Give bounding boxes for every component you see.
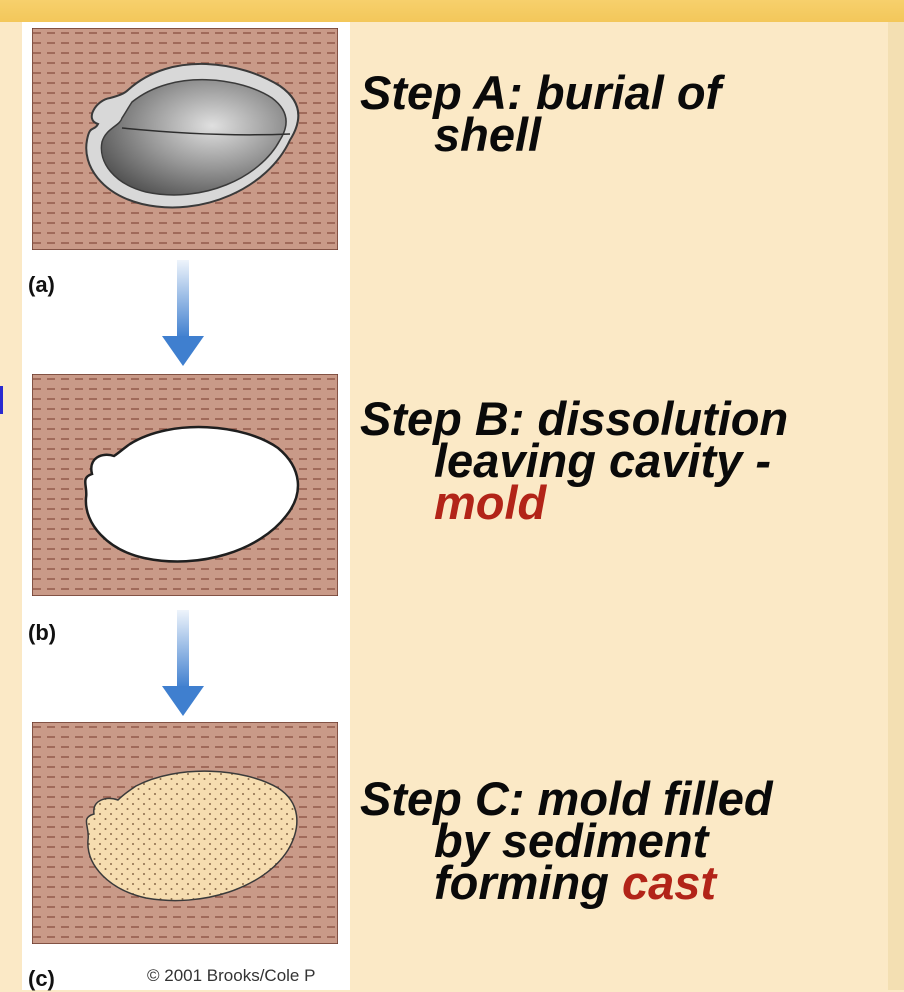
panel-b-diagram [32, 374, 338, 596]
step-b-line2: leaving cavity - [434, 434, 771, 487]
panel-c-diagram [32, 722, 338, 944]
step-b: Step B: dissolution leaving cavity - mol… [360, 395, 890, 529]
panel-a-diagram [32, 28, 338, 250]
panel-label-c: (c) [28, 966, 55, 991]
mold-cavity [84, 425, 300, 563]
step-c: Step C: mold filled by sediment forming … [360, 775, 890, 906]
arrow-down-icon [162, 260, 204, 366]
cast-fill [85, 770, 298, 902]
panel-a-frame [32, 28, 338, 250]
step-c-line2: by sediment [434, 814, 709, 867]
copyright: © 2001 Brooks/Cole P [147, 966, 316, 985]
step-a-line2: shell [434, 108, 542, 161]
shell-hinge-line [121, 127, 291, 136]
panel-b-frame [32, 374, 338, 596]
step-b-line1: Step B: dissolution [360, 392, 789, 445]
step-c-line3-text: forming [434, 856, 609, 909]
right-stripe [888, 22, 904, 990]
figure-panel: (a) (b) [22, 22, 350, 991]
shell-body [100, 78, 287, 196]
edge-mark [0, 386, 3, 414]
arrow-down-icon [162, 610, 204, 716]
top-bar [0, 0, 904, 22]
panel-label-a: (a) [28, 272, 55, 297]
step-c-line1: Step C: mold filled [360, 772, 773, 825]
step-b-highlight: mold [434, 476, 547, 529]
step-a: Step A: burial of shell [360, 69, 890, 161]
panel-c-frame [32, 722, 338, 944]
step-c-line3: forming cast [360, 859, 890, 906]
panel-label-b: (b) [28, 620, 57, 645]
step-a-line1: Step A: burial of [360, 66, 722, 119]
step-c-highlight: cast [621, 856, 717, 909]
